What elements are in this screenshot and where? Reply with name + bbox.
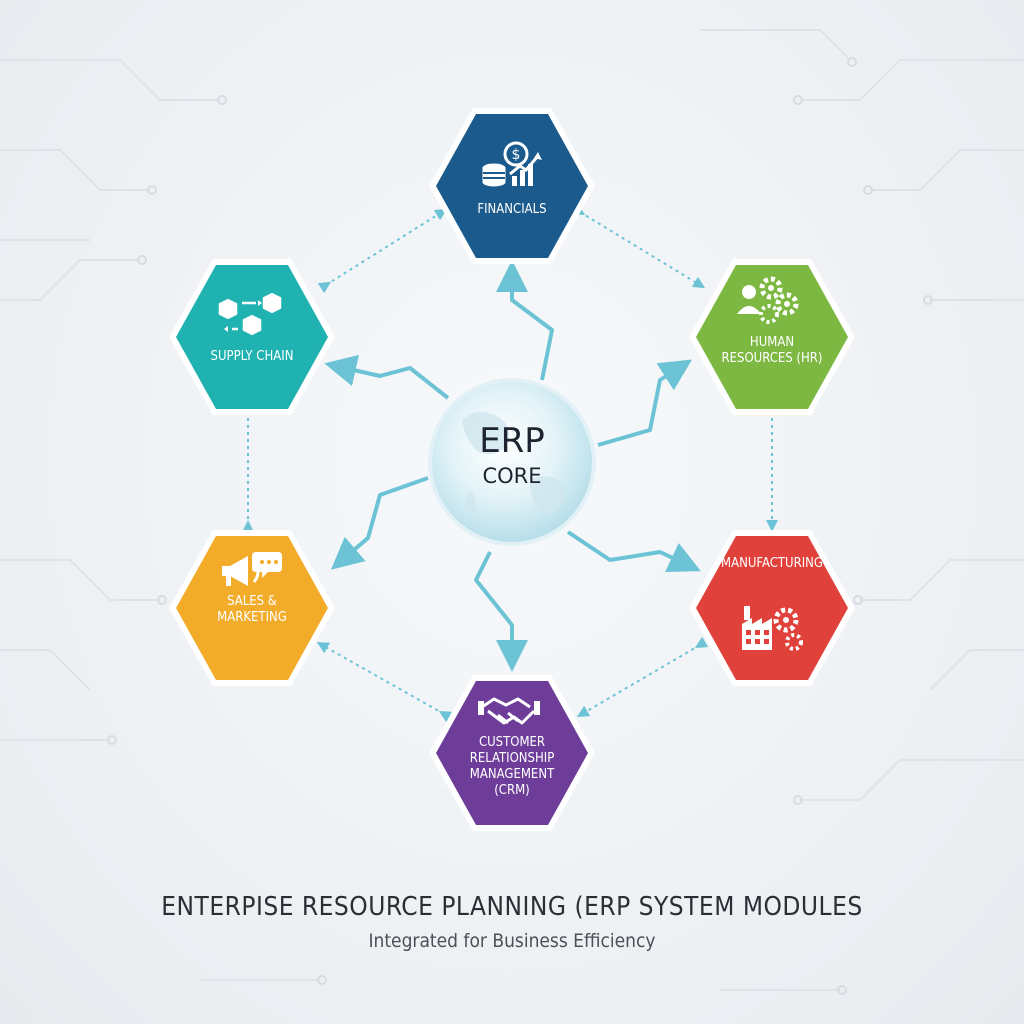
arrow-core-to-financials: [496, 260, 554, 381]
module-crm: CUSTOMER RELATIONSHIP MANAGEMENT (CRM): [427, 673, 597, 833]
dotted-link-supply-financials: [317, 208, 448, 294]
svg-text:$: $: [512, 147, 521, 163]
module-label-sales-marketing: SALES & MARKETING: [217, 594, 287, 625]
module-supply-chain: SUPPLY CHAIN: [167, 257, 337, 417]
module-label-crm: CUSTOMER RELATIONSHIP MANAGEMENT (CRM): [469, 735, 555, 798]
arrow-core-to-crm: [474, 551, 528, 672]
erp-core-globe: [428, 378, 596, 546]
hex-shape: [176, 536, 328, 680]
dotted-link-financials-hr: [571, 203, 706, 289]
module-financials: $ FINANCIALS: [427, 106, 597, 266]
module-label-manufacturing: MANUFACTURING: [721, 556, 823, 571]
hex-shape: [696, 536, 848, 680]
people-gears-icon: [737, 276, 799, 324]
arrow-core-to-hr: [597, 359, 693, 447]
module-sales-marketing: SALES & MARKETING: [167, 528, 337, 688]
hex-shape: [696, 265, 848, 409]
dotted-link-manufacturing-crm: [576, 636, 709, 718]
arrow-core-to-sales-marketing: [330, 476, 429, 570]
module-label-financials: FINANCIALS: [477, 202, 547, 217]
module-human-resources: HUMAN RESOURCES (HR): [687, 257, 857, 417]
megaphone-icon: [222, 552, 282, 586]
module-manufacturing: MANUFACTURING: [687, 528, 857, 688]
hex-shape: [176, 265, 328, 409]
core-subtitle: CORE: [482, 464, 542, 488]
core-title: ERP: [479, 421, 545, 461]
footer-title: ENTERPISE RESOURCE PLANNING (ERP SYSTEM …: [161, 892, 863, 922]
money-growth-icon: $: [482, 141, 542, 187]
module-label-supply-chain: SUPPLY CHAIN: [210, 349, 294, 364]
footer-subtitle: Integrated for Business Efficiency: [368, 930, 656, 952]
handshake-icon: [478, 697, 540, 725]
arrow-core-to-manufacturing: [566, 530, 701, 573]
arrow-core-to-supply-chain: [324, 354, 450, 400]
module-label-human-resources: HUMAN RESOURCES (HR): [721, 335, 823, 366]
factory-gears-icon: [742, 606, 803, 651]
dotted-link-crm-sales: [316, 642, 453, 723]
boxes-icon: [217, 291, 283, 337]
hex-shape: [436, 681, 588, 825]
